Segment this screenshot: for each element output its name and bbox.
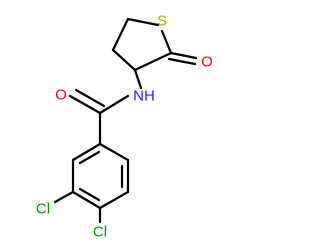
- bond-ring-1-2: [98, 142, 130, 162]
- atom-labels: S O NH O Cl Cl: [36, 13, 213, 241]
- bond-ring-cl3: [53, 190, 75, 204]
- chemical-structure: S O NH O Cl Cl: [36, 13, 213, 241]
- bond-c4-c3: [111, 48, 137, 72]
- chlorine-atom-label-3: Cl: [36, 201, 50, 218]
- bond-c3-nh: [133, 68, 143, 90]
- bond-ring-inner-2: [78, 187, 101, 202]
- chlorine-atom-label-4: Cl: [93, 224, 107, 241]
- ring-oxygen-atom-label: O: [201, 54, 213, 71]
- bond-c2-o-carbonyl: [169, 51, 198, 60]
- bond-c5-c4: [111, 17, 130, 52]
- bond-ring-3-4: [98, 190, 130, 210]
- bond-nh-amide-carbon: [98, 94, 130, 115]
- amide-oxygen-atom-label: O: [55, 87, 67, 104]
- bond-amide-carbonyl-second: [74, 88, 106, 108]
- bond-c2-s1: [160, 29, 173, 55]
- bond-c3-c2: [133, 51, 173, 72]
- bond-amide-carbonyl: [68, 94, 102, 115]
- bond-ring-4-5: [71, 190, 102, 210]
- amide-nitrogen-label: NH: [133, 88, 155, 105]
- bond-ring-inner-3: [78, 150, 101, 165]
- bond-skeleton: [53, 17, 198, 224]
- bond-c2-o-carbonyl-second: [167, 57, 197, 66]
- sulfur-atom-label: S: [157, 13, 167, 30]
- bond-s1-c5: [126, 17, 160, 27]
- bond-ring-6-1: [71, 142, 102, 162]
